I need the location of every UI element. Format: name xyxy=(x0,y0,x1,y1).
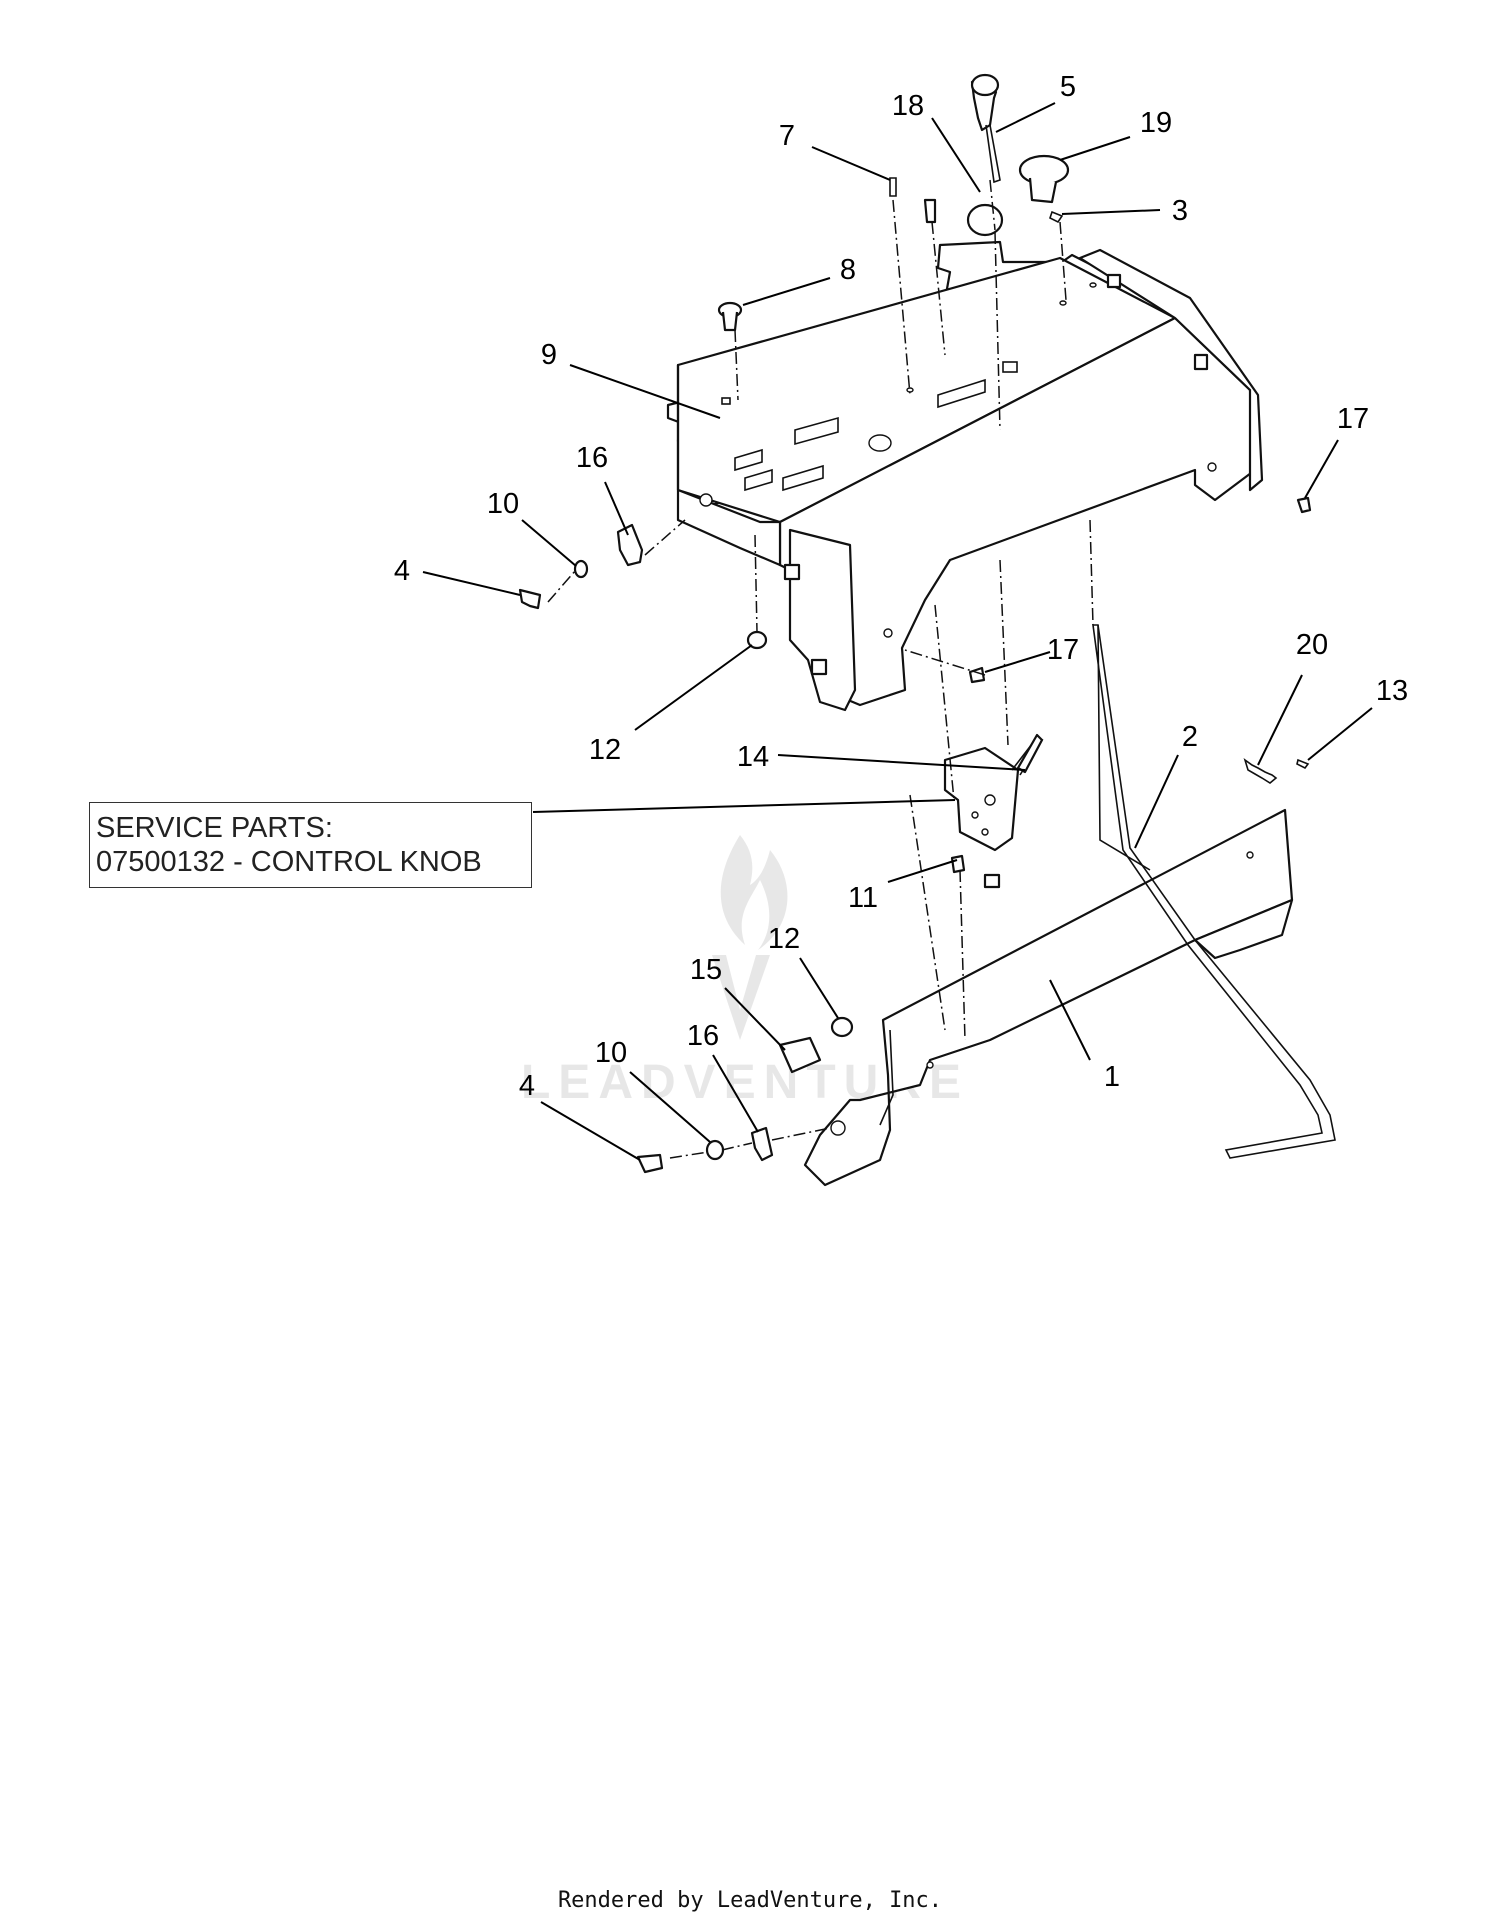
part-3-screw xyxy=(1049,210,1064,224)
callout-11: 11 xyxy=(848,882,878,914)
part-19-knob xyxy=(1018,154,1070,204)
callout-16-upper: 16 xyxy=(576,442,608,474)
callout-18: 18 xyxy=(892,90,924,122)
callout-13: 13 xyxy=(1376,675,1408,707)
part-5-knob xyxy=(970,73,1001,184)
callout-7: 7 xyxy=(779,120,795,152)
part-10-washer-lower xyxy=(705,1139,725,1161)
assembly-lines xyxy=(547,179,1094,1159)
part-18-grommet xyxy=(966,203,1004,237)
part-4-bolt-upper xyxy=(518,588,542,610)
part-16-clip-lower xyxy=(750,1126,774,1162)
callout-20: 20 xyxy=(1296,629,1328,661)
part-9-dash-panel xyxy=(666,240,1264,712)
service-parts-item: 07500132 - CONTROL KNOB xyxy=(96,846,482,878)
part-8-rivet xyxy=(717,301,743,332)
part-14-throttle-control xyxy=(943,733,1044,889)
callout-4-lower: 4 xyxy=(519,1070,535,1102)
part-15-clip xyxy=(778,1036,822,1074)
callout-8: 8 xyxy=(840,254,856,286)
callout-12-lower: 12 xyxy=(768,923,800,955)
part-7-bolt xyxy=(923,198,937,224)
part-10-washer-upper xyxy=(573,559,589,579)
callout-4-upper: 4 xyxy=(394,555,410,587)
part-17-screw-center xyxy=(968,666,986,684)
callout-10-lower: 10 xyxy=(595,1037,627,1069)
service-parts-box: SERVICE PARTS: 07500132 - CONTROL KNOB xyxy=(89,802,532,888)
part-11-screw xyxy=(950,854,966,874)
part-17-screw-right xyxy=(1296,496,1312,514)
callout-1: 1 xyxy=(1104,1061,1120,1093)
callout-3: 3 xyxy=(1172,195,1188,227)
footer-credit: Rendered by LeadVenture, Inc. xyxy=(557,1888,943,1913)
callout-16-lower: 16 xyxy=(687,1020,719,1052)
callout-19: 19 xyxy=(1140,107,1172,139)
part-16-clip-upper xyxy=(616,523,644,567)
part-2-rod xyxy=(1092,624,1336,1159)
callout-9: 9 xyxy=(541,339,557,371)
callout-14: 14 xyxy=(737,741,769,773)
callout-12-upper: 12 xyxy=(589,734,621,766)
callout-2: 2 xyxy=(1182,721,1198,753)
part-7-pin xyxy=(889,177,897,197)
callout-15: 15 xyxy=(690,954,722,986)
leader-lines xyxy=(422,102,1373,1161)
part-12-washer-lower xyxy=(830,1016,854,1038)
service-parts-heading: SERVICE PARTS: xyxy=(96,812,333,844)
callout-5: 5 xyxy=(1060,71,1076,103)
part-20-spring xyxy=(1243,757,1278,784)
callout-labels: 5 18 19 7 3 8 9 17 16 10 4 20 17 13 2 12… xyxy=(394,71,1408,1102)
callout-17-right: 17 xyxy=(1337,403,1369,435)
part-1-lower-panel xyxy=(803,808,1294,1187)
part-13-screw xyxy=(1296,758,1310,770)
part-4-bolt-lower xyxy=(636,1153,664,1174)
callout-17-center: 17 xyxy=(1047,634,1079,666)
callout-10-upper: 10 xyxy=(487,488,519,520)
